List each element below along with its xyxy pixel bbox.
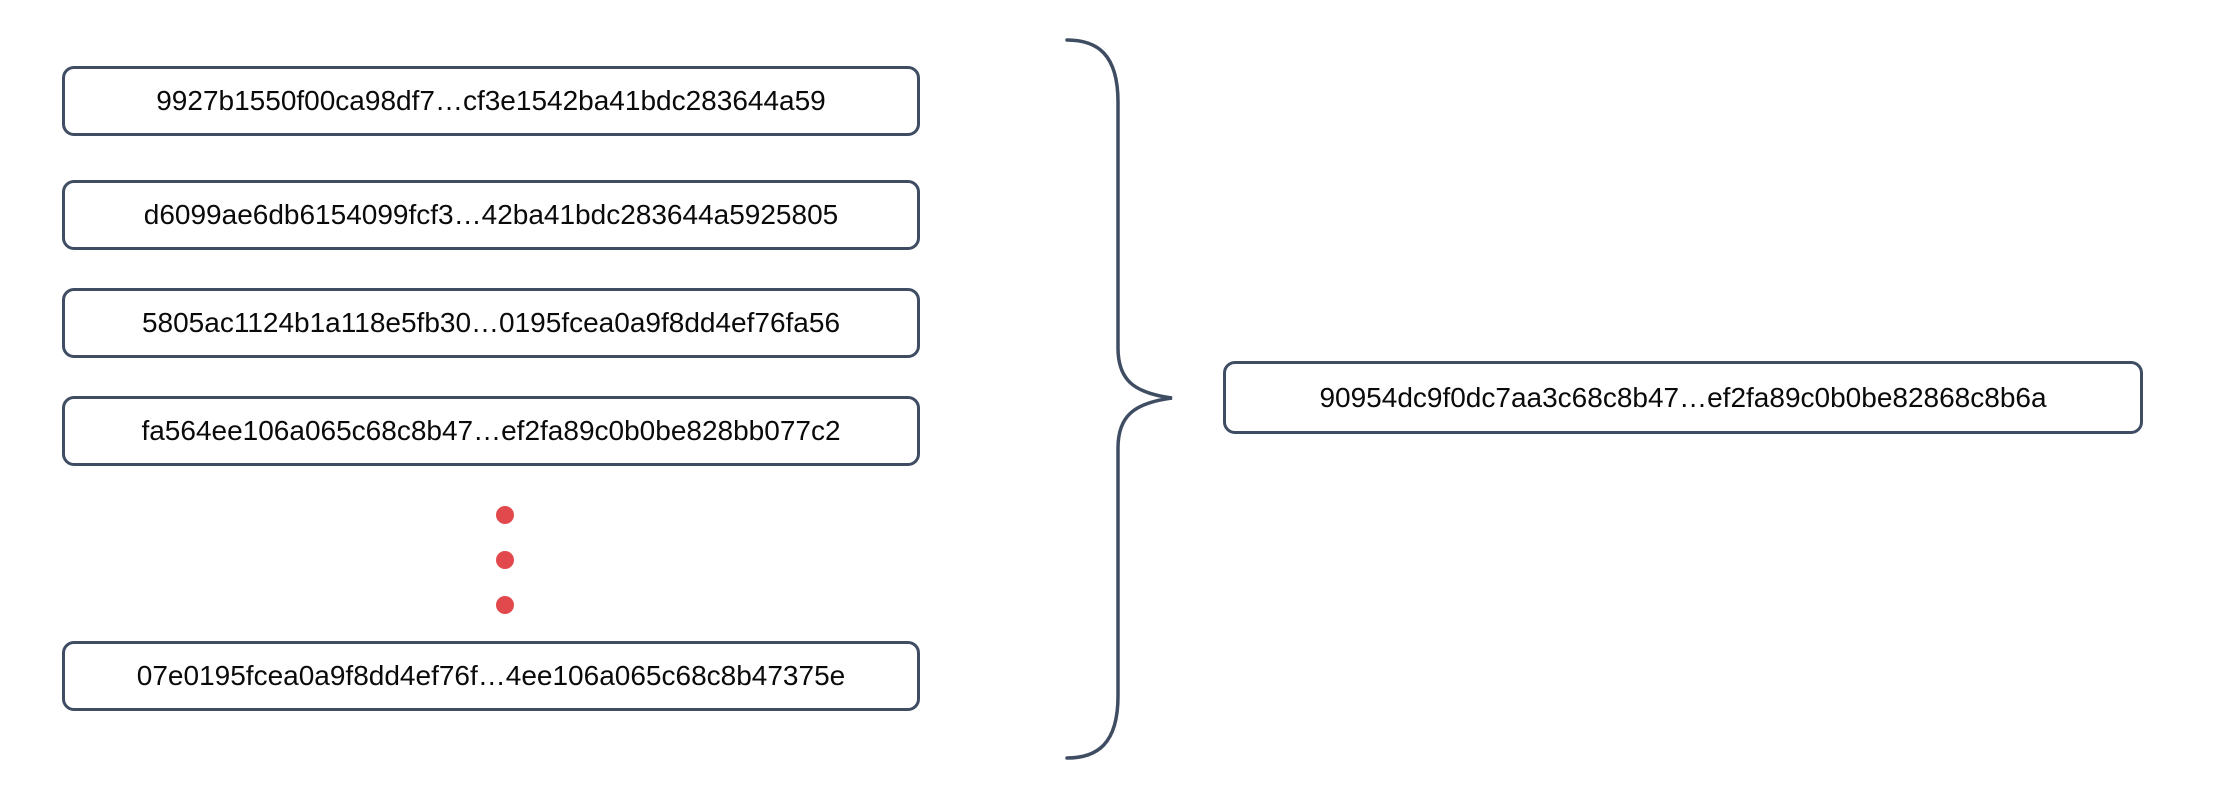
input-hash-text-1: 9927b1550f00ca98df7…cf3e1542ba41bdc28364…	[156, 85, 826, 116]
input-hash-box-5: 07e0195fcea0a9f8dd4ef76f…4ee106a065c68c8…	[62, 641, 920, 711]
ellipsis-dot	[496, 551, 514, 569]
input-hash-box-2: d6099ae6db6154099fcf3…42ba41bdc283644a59…	[62, 180, 920, 250]
input-hash-text-5: 07e0195fcea0a9f8dd4ef76f…4ee106a065c68c8…	[136, 660, 846, 691]
output-hash-box: 90954dc9f0dc7aa3c68c8b47…ef2fa89c0b0be82…	[1223, 361, 2143, 434]
input-hash-box-3: 5805ac1124b1a118e5fb30…0195fcea0a9f8dd4e…	[62, 288, 920, 358]
ellipsis-dot	[496, 506, 514, 524]
input-hash-box-1: 9927b1550f00ca98df7…cf3e1542ba41bdc28364…	[62, 66, 920, 136]
output-hash-text: 90954dc9f0dc7aa3c68c8b47…ef2fa89c0b0be82…	[1319, 381, 2047, 413]
ellipsis-dot	[496, 596, 514, 614]
input-hash-text-2: d6099ae6db6154099fcf3…42ba41bdc283644a59…	[143, 199, 839, 230]
input-hash-box-4: fa564ee106a065c68c8b47…ef2fa89c0b0be828b…	[62, 396, 920, 466]
input-hash-text-3: 5805ac1124b1a118e5fb30…0195fcea0a9f8dd4e…	[141, 307, 841, 338]
vertical-ellipsis-icon	[496, 506, 514, 614]
input-hash-text-4: fa564ee106a065c68c8b47…ef2fa89c0b0be828b…	[141, 415, 841, 446]
